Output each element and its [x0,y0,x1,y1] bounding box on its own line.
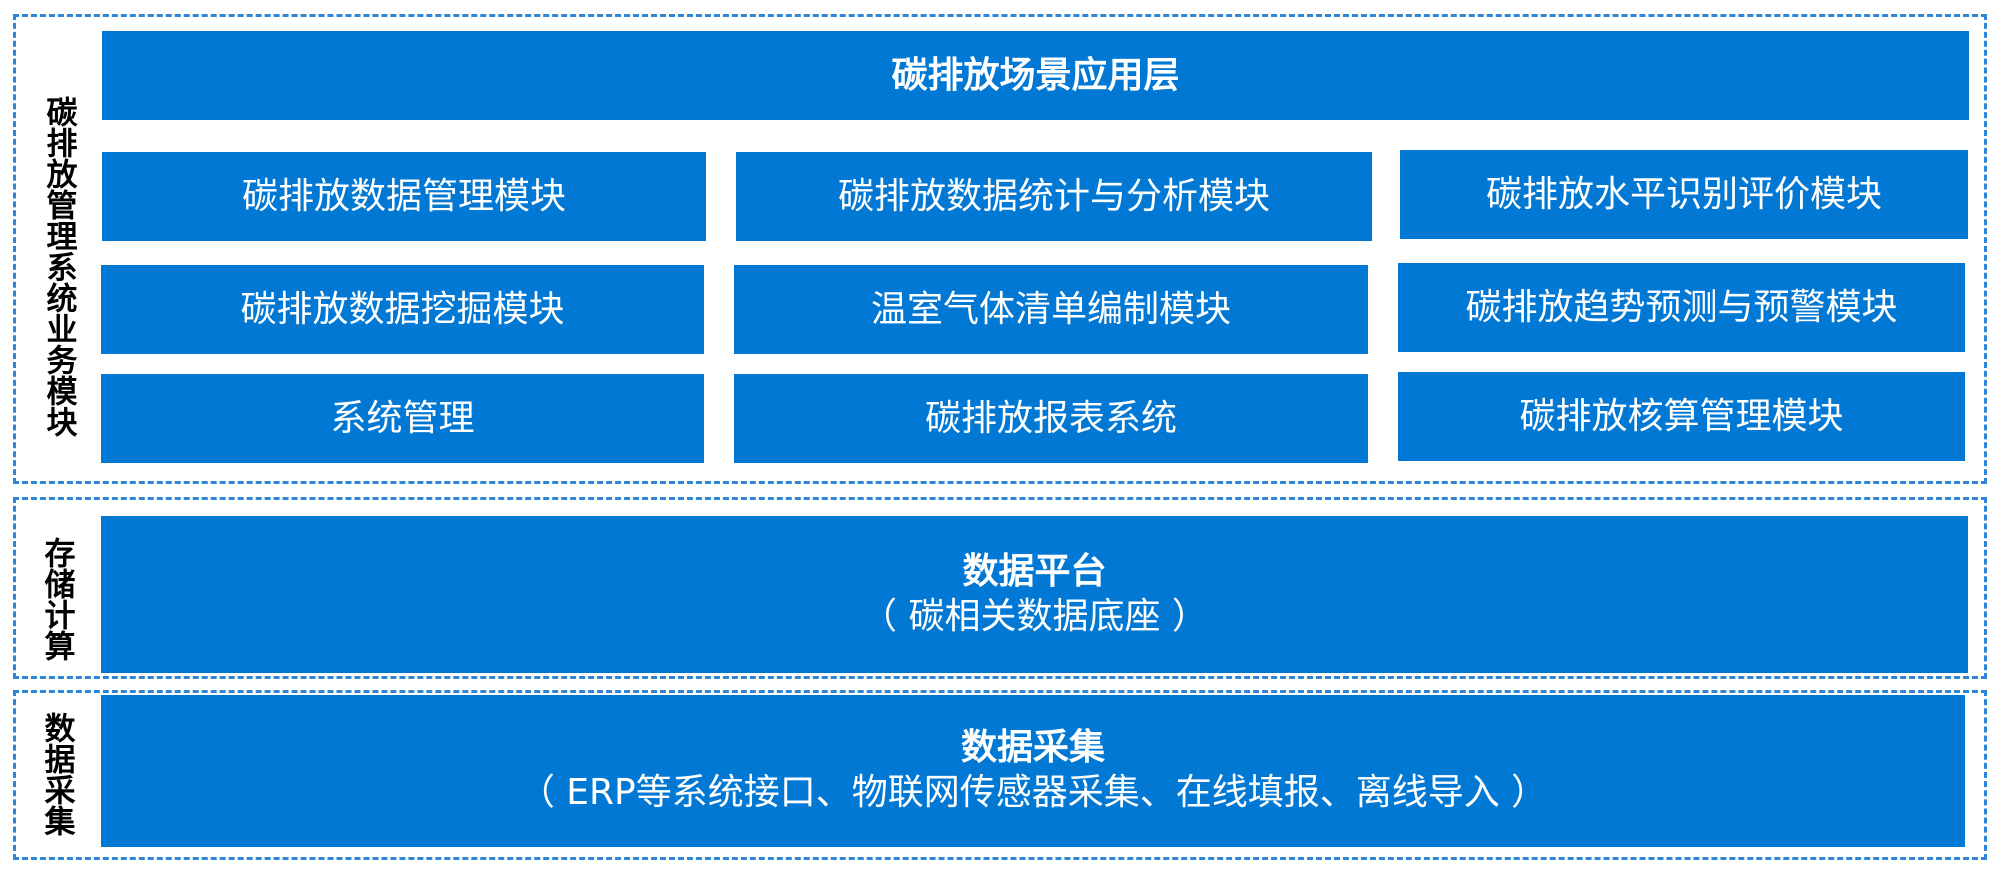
module-label: 碳排放数据挖掘模块 [240,288,565,330]
module-box: 碳排放数据挖掘模块 [101,265,704,354]
module-label: 碳排放水平识别评价模块 [1485,173,1882,215]
application-layer-box: 碳排放场景应用层 [102,31,1969,120]
module-box: 碳排放报表系统 [734,374,1368,463]
data-collection-box: 数据采集 （ ERP等系统接口、物联网传感器采集、在线填报、离线导入 ） [101,695,1965,847]
module-label: 碳排放数据统计与分析模块 [837,175,1270,217]
application-layer-title: 碳排放场景应用层 [891,54,1180,96]
business-modules-label: 碳排放管理系统业务模块 [40,95,77,437]
data-platform-title: 数据平台 [962,550,1107,592]
module-label: 碳排放报表系统 [924,397,1177,439]
storage-compute-label: 存储计算 [38,537,75,661]
module-label: 系统管理 [330,397,475,439]
module-label: 温室气体清单编制模块 [870,288,1231,330]
storage-compute-section [13,497,1987,679]
data-collection-title: 数据采集 [960,727,1105,768]
module-box: 碳排放水平识别评价模块 [1400,150,1968,239]
module-label: 碳排放趋势预测与预警模块 [1465,286,1898,328]
data-platform-subtitle: （ 碳相关数据底座 ） [861,595,1208,637]
module-box: 碳排放趋势预测与预警模块 [1398,263,1965,352]
business-modules-section [13,14,1987,484]
data-collection-section [13,690,1987,860]
module-box: 碳排放数据统计与分析模块 [736,152,1372,241]
module-label: 碳排放核算管理模块 [1519,395,1844,437]
module-box: 系统管理 [101,374,704,463]
module-box: 碳排放核算管理模块 [1398,372,1965,461]
module-label: 碳排放数据管理模块 [241,175,566,217]
module-box: 碳排放数据管理模块 [102,152,706,241]
data-platform-box: 数据平台 （ 碳相关数据底座 ） [101,516,1968,673]
data-collection-label: 数据采集 [38,712,75,836]
data-collection-subtitle: （ ERP等系统接口、物联网传感器采集、在线填报、离线导入 ） [518,772,1548,813]
module-box: 温室气体清单编制模块 [734,265,1368,354]
